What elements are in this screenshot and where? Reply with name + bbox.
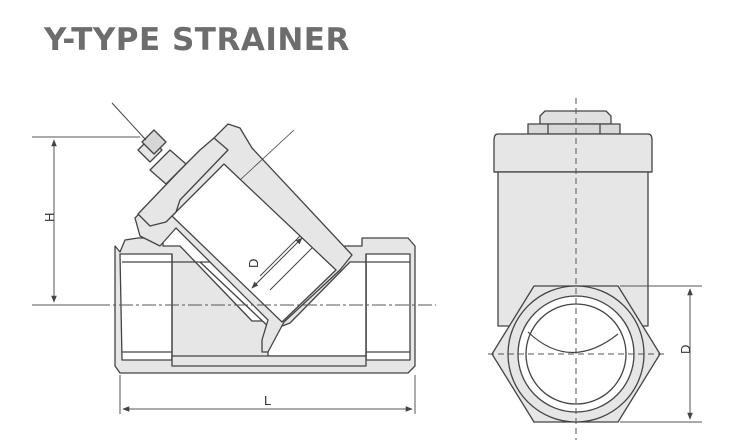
front-view xyxy=(114,123,416,374)
inner-bore xyxy=(119,253,173,361)
dimension-L xyxy=(119,375,416,414)
dimension-H xyxy=(32,136,140,306)
side-view xyxy=(491,110,661,423)
dimension-H-label: H xyxy=(42,213,57,222)
dimension-D-side xyxy=(620,285,702,423)
plug-leader xyxy=(111,102,147,141)
dimension-D-screen-label: D xyxy=(246,259,261,268)
bottom-wall xyxy=(171,355,367,367)
page-title: Y-TYPE STRAINER xyxy=(44,22,350,58)
dimension-L-label: L xyxy=(264,393,271,408)
strainer-cap xyxy=(137,137,229,227)
dimension-D-side-label: D xyxy=(678,345,693,354)
side-cap xyxy=(493,133,653,173)
dimension-D-screen xyxy=(251,237,303,289)
